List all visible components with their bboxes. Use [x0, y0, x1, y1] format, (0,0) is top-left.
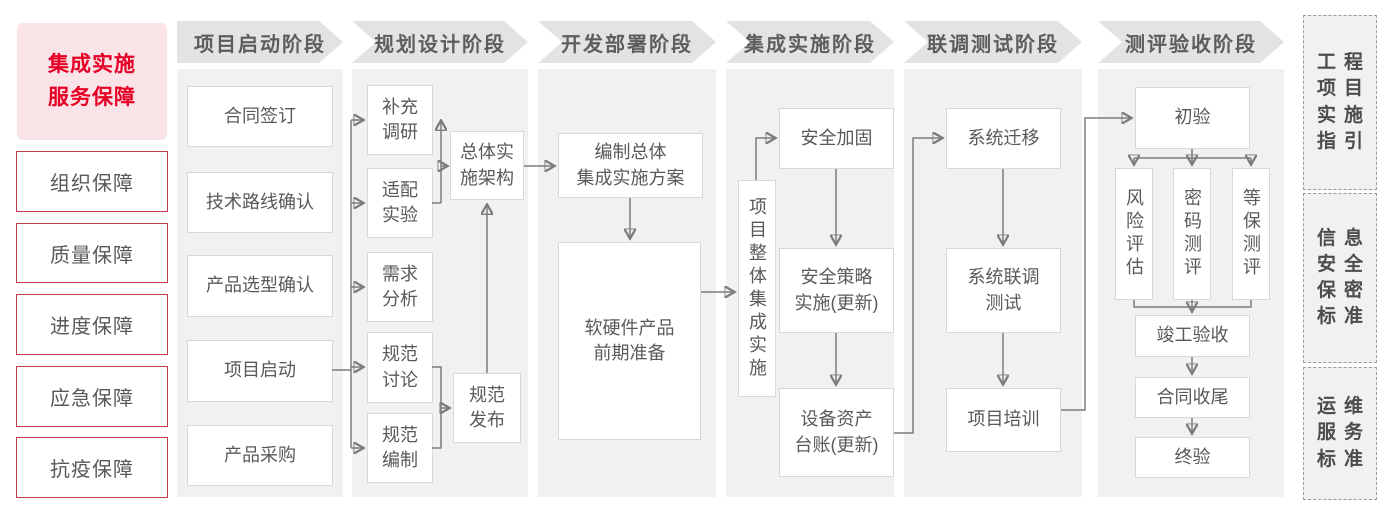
legend-item: 抗疫保障 [16, 437, 168, 498]
phase-header: 测评验收阶段 [1098, 21, 1284, 63]
phase-header: 项目启动阶段 [177, 21, 343, 63]
flow-box: 编制总体 集成实施方案 [558, 133, 703, 198]
flow-box: 规范 发布 [453, 373, 521, 443]
flow-box: 项目整体集成实施 [738, 180, 776, 397]
flow-box: 设备资产 台账(更新) [779, 388, 894, 477]
flow-box: 初验 [1135, 87, 1250, 149]
flow-box: 产品选型确认 [187, 255, 333, 317]
flow-box: 终验 [1135, 437, 1250, 478]
flow-box: 项目启动 [187, 340, 333, 402]
standard-panel: 信息 安全 保密 标准 [1303, 193, 1377, 363]
standard-panel: 运维 服务 标准 [1303, 367, 1377, 500]
standard-panel: 工程 项目 实施 指引 [1303, 15, 1377, 190]
flow-box: 合同收尾 [1135, 377, 1250, 418]
phase-header: 规划设计阶段 [352, 21, 528, 63]
flow-box: 总体实 施架构 [450, 131, 524, 200]
flow-box: 规范 编制 [367, 413, 433, 483]
flow-box: 适配 实验 [367, 168, 433, 238]
legend-item: 组织保障 [16, 151, 168, 212]
phase-header: 开发部署阶段 [538, 21, 716, 63]
phase-header: 集成实施阶段 [726, 21, 894, 63]
flow-box: 竣工验收 [1135, 315, 1250, 357]
flow-box: 补充 调研 [367, 85, 433, 155]
flow-box: 系统联调 测试 [946, 248, 1061, 333]
flow-box: 项目培训 [946, 388, 1061, 452]
flow-box: 产品采购 [187, 425, 333, 486]
flow-box: 等保测评 [1232, 168, 1270, 300]
flow-box: 合同签订 [187, 86, 333, 147]
flow-box: 需求 分析 [367, 252, 433, 322]
phase-header: 联调测试阶段 [904, 21, 1082, 63]
flow-box: 规范 讨论 [367, 332, 433, 403]
flow-box: 技术路线确认 [187, 172, 333, 233]
legend-item: 质量保障 [16, 223, 168, 283]
flow-box: 软硬件产品 前期准备 [558, 242, 701, 440]
flow-box: 密码测评 [1173, 168, 1211, 300]
legend-title: 集成实施 服务保障 [17, 23, 167, 140]
legend-item: 进度保障 [16, 294, 168, 355]
flow-box: 安全加固 [779, 108, 894, 169]
flow-box: 系统迁移 [946, 108, 1061, 169]
legend-item: 应急保障 [16, 366, 168, 427]
flow-box: 安全策略 实施(更新) [779, 248, 894, 333]
flow-box: 风险评估 [1115, 168, 1153, 300]
